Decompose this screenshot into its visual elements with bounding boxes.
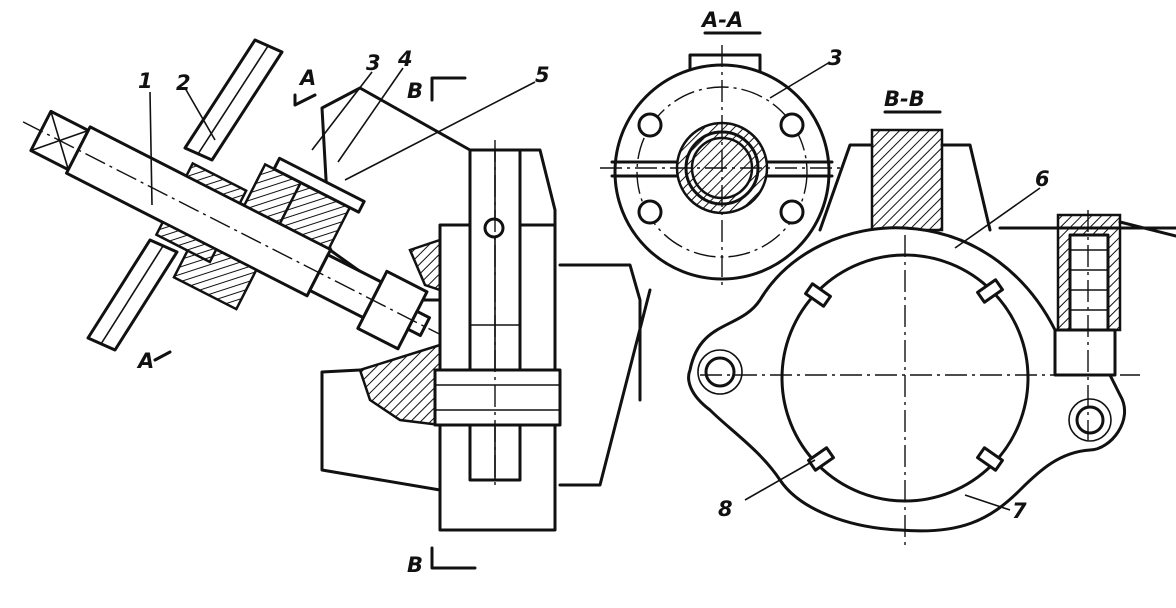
pad-8 [804,282,832,308]
pad-8 [976,446,1004,472]
wedge-support [358,343,442,427]
link-arm [558,263,652,487]
labels: 1 2 3 4 5 3 6 7 8 A A B B A-A B-B [136,8,1050,577]
section-bb [687,110,1176,550]
lower-nut [172,236,258,311]
callout-1: 1 [138,69,153,93]
callout-7: 7 [1012,499,1027,523]
section-mark-a-bottom: A [136,349,154,373]
section-aa [600,31,845,290]
flange-lug [688,53,762,77]
pad-8 [807,446,835,472]
section-title-bb: B-B [884,87,925,111]
bolt-hole [779,199,805,225]
section-title-aa: A-A [700,8,743,32]
leader-lines [149,61,1041,511]
left-ear-hole [704,356,736,388]
section-mark-b-top: B [407,79,423,103]
clamp-bolt-lower [1053,328,1117,377]
callout-5: 5 [535,63,550,87]
pin-circle [483,217,505,239]
callout-3-section: 3 [828,46,843,70]
callout-6: 6 [1035,167,1050,191]
bolt-hole [779,112,805,138]
bolt-hole [637,112,663,138]
section-mark-a-top: A [298,66,316,90]
lower-bracket [320,368,442,492]
right-ear-hole [1075,405,1105,435]
bolt-hole [637,199,663,225]
wedge-block [408,238,442,292]
bushing-bottom [154,220,218,264]
callout-4: 4 [397,47,413,71]
callout-3: 3 [366,51,381,75]
bushing-top [184,161,248,205]
clamp-bolt [1068,233,1110,332]
top-post [870,128,944,232]
upper-housing-6 [818,143,992,232]
pad-8 [976,278,1004,304]
callout-2: 2 [176,71,191,95]
callout-8: 8 [718,497,733,521]
main-view-assembly [22,38,652,570]
section-mark-b-bottom: B [407,553,423,577]
housing-5 [272,156,366,214]
stand-plate [433,368,562,427]
shaft-group [22,109,443,351]
